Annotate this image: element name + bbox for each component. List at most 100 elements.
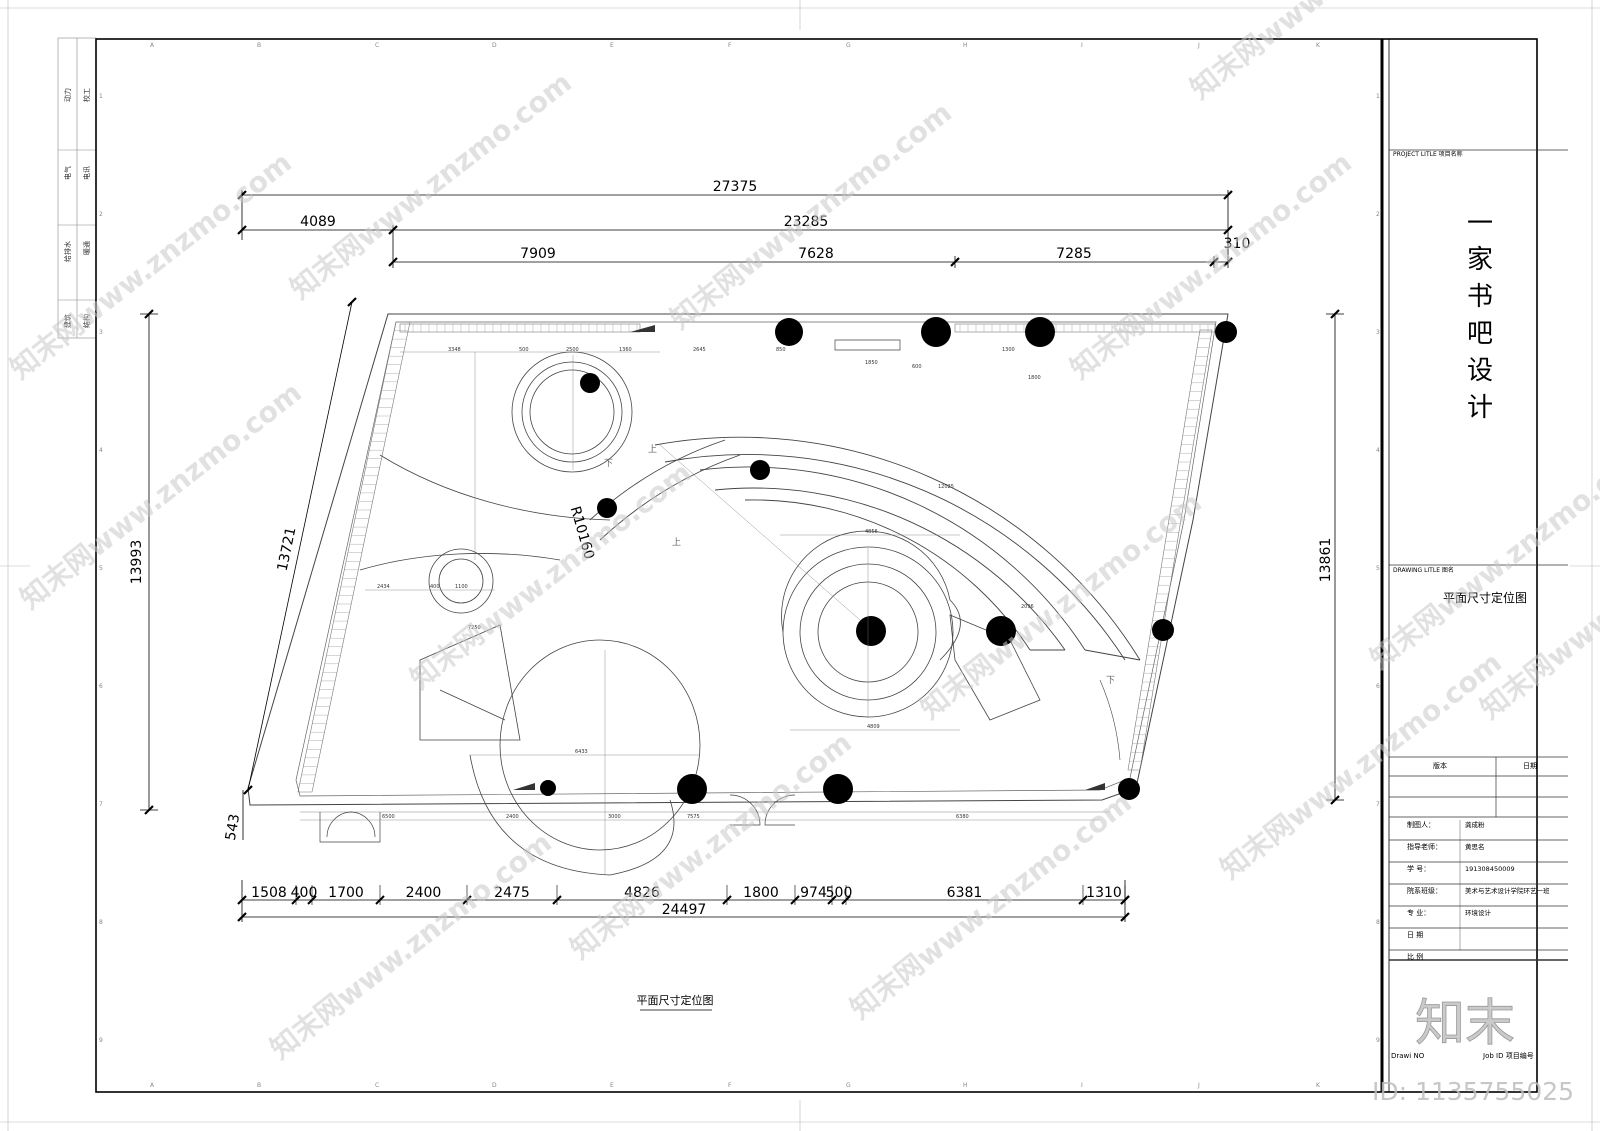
dim-label: 1100	[455, 584, 468, 590]
dim-tick	[1223, 190, 1233, 200]
stair-up-marker: 上	[672, 537, 681, 548]
grid-number: 7	[1376, 801, 1380, 808]
title-row-label: 专 业：	[1407, 908, 1430, 917]
grid-number: 3	[99, 329, 103, 336]
grid-number: 8	[99, 919, 103, 926]
title-row-label: 比 例	[1407, 952, 1423, 961]
dim-bottom-seg: 2475	[494, 885, 530, 901]
watermark-text: 知末网www.znzmo.com	[914, 486, 1208, 726]
dim-label: 3348	[448, 347, 461, 353]
dim-tick	[1223, 225, 1233, 235]
project-label: PROJECT LITLE 项目名称	[1393, 150, 1463, 158]
dim-label: 7575	[687, 814, 700, 820]
dim-tick	[388, 257, 398, 267]
grid-letter: E	[610, 1082, 614, 1089]
dim-tick	[1120, 912, 1130, 922]
dim-label: 500	[519, 347, 529, 353]
grid-letter: I	[1081, 1082, 1083, 1089]
dim-label: 2400	[506, 814, 519, 820]
grid-letter: G	[846, 42, 851, 49]
drawing-label: DRAWING LITLE 图名	[1393, 566, 1454, 574]
stair-down-marker: 下	[604, 459, 613, 469]
grid-number: 4	[1376, 447, 1380, 454]
dim-tick	[237, 912, 247, 922]
grid-number: 1	[99, 93, 103, 100]
grid-number: 8	[1376, 919, 1380, 926]
dim-tick	[1223, 257, 1233, 267]
strip-label: 校工	[82, 88, 91, 102]
dim-label: 2434	[377, 584, 390, 590]
dim-bottom-small: 543	[223, 813, 243, 842]
grid-letter: K	[1316, 42, 1321, 49]
dim-tick	[144, 805, 154, 815]
dim-tick	[144, 309, 154, 319]
title-row-label: 院系班级：	[1407, 886, 1442, 895]
stair-down-marker: 下	[1106, 676, 1115, 686]
dim-label: 600	[912, 364, 922, 370]
grid-letter: A	[150, 42, 155, 49]
project-name-char: 书	[1467, 282, 1493, 312]
watermark-text: 知末网www.znzmo.com	[1064, 146, 1358, 386]
grid-letter: D	[492, 42, 497, 49]
grid-letter: H	[963, 1082, 968, 1089]
dim-right: 13861	[1318, 538, 1334, 583]
dim-tick	[237, 895, 247, 905]
dim-label: 6380	[956, 814, 969, 820]
watermark-text: 知末网www.znzmo.com	[1214, 646, 1508, 886]
grid-letter: F	[728, 42, 732, 49]
dim-top-seg: 7285	[1056, 246, 1092, 262]
grid-letter: C	[375, 1082, 379, 1089]
project-name-char: 家	[1467, 245, 1493, 275]
dim-label: 2096	[1021, 604, 1034, 610]
grid-number: 9	[1376, 1037, 1380, 1044]
strip-label: 结构	[82, 314, 91, 328]
dim-tick	[237, 190, 247, 200]
dim-label: 4856	[865, 529, 878, 535]
round-table	[428, 548, 494, 614]
curved-shelves	[359, 339, 1141, 761]
job-no-label: Job ID 项目编号	[1482, 1051, 1534, 1060]
strip-label: 给排水	[63, 241, 72, 262]
dim-label: 1360	[619, 347, 632, 353]
plan-title: 平面尺寸定位图	[637, 993, 714, 1007]
strip-label: 电讯	[82, 166, 91, 180]
dim-bottom-seg: 400	[291, 885, 318, 901]
stair-marks	[513, 325, 1105, 790]
grid-number: 2	[1376, 211, 1380, 218]
watermark-text: 知末网www.znzmo.com	[14, 376, 308, 616]
dim-label: 850	[776, 347, 786, 353]
dim-label: 3000	[608, 814, 621, 820]
dim-bottom-seg: 2400	[406, 885, 442, 901]
drawing-no-label: Drawi NO	[1391, 1052, 1425, 1060]
drawing-name: 平面尺寸定位图	[1443, 590, 1527, 605]
version-header: 版本	[1433, 761, 1447, 770]
grid-letter: J	[1197, 1082, 1200, 1089]
dim-bottom-seg: 1310	[1086, 885, 1122, 901]
watermark-text: 知末网www.znzmo.com	[284, 66, 578, 306]
dim-tick	[347, 297, 357, 307]
dim-label: 12025	[938, 484, 954, 490]
grid-number: 4	[99, 447, 103, 454]
dim-label: 4809	[867, 724, 880, 730]
watermark-text: 知末网www.znzmo.com	[1184, 0, 1478, 106]
dim-left-outer: 13993	[129, 540, 145, 585]
dim-tick	[1209, 257, 1219, 267]
watermark-text: 知末网www.znzmo.com	[4, 146, 298, 386]
dimension-ticks	[144, 190, 1340, 922]
dim-top-seg: 310	[1224, 236, 1251, 252]
grid-letter: G	[846, 1082, 851, 1089]
dim-tick	[237, 225, 247, 235]
project-name-vertical: 一 家 书 吧 设 计	[1467, 209, 1493, 423]
column-markers	[540, 317, 1237, 804]
grid-number: 6	[99, 683, 103, 690]
plan-outline	[247, 313, 1229, 813]
grid-number: 2	[99, 211, 103, 218]
strip-label: 电气	[63, 166, 72, 180]
title-row-value: 美术与艺术设计学院环艺一班	[1465, 886, 1550, 895]
dim-label: 2645	[693, 347, 706, 353]
dim-bottom-seg: 4826	[624, 885, 660, 901]
dim-top-seg: 7628	[798, 246, 834, 262]
